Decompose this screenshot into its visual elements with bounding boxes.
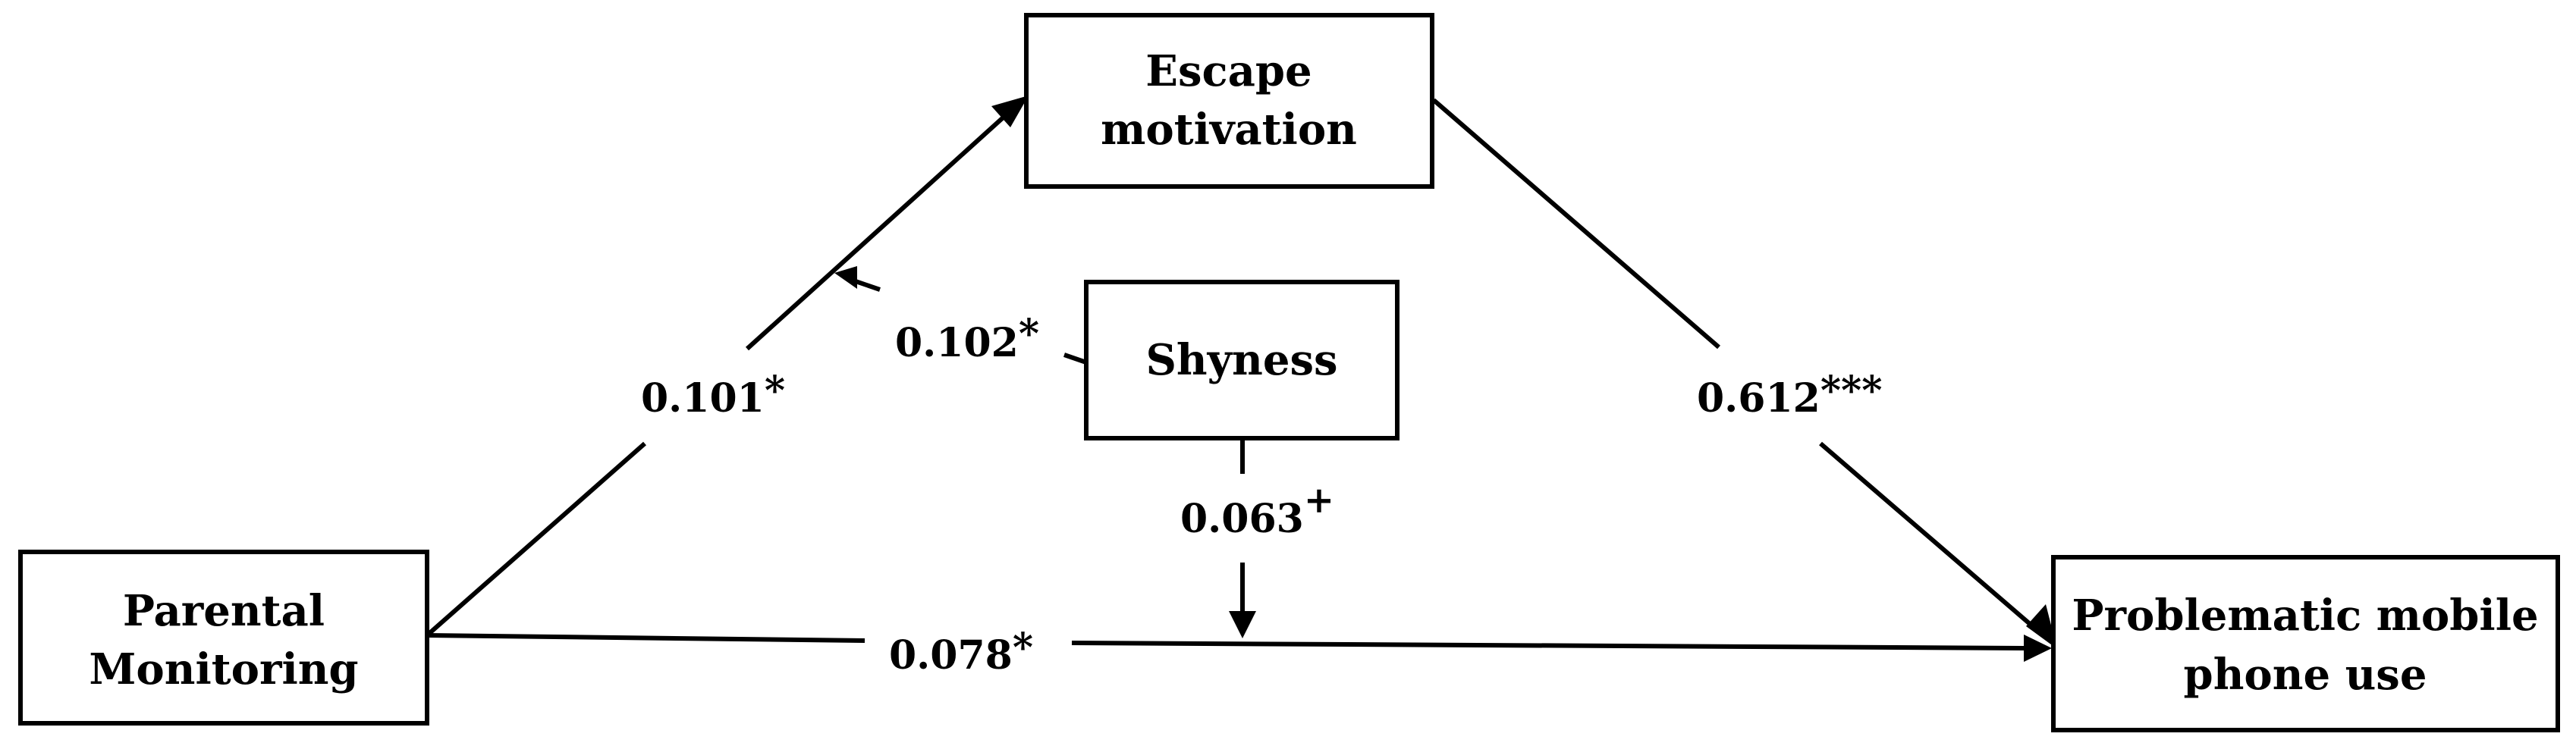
node-label: Monitoring <box>89 644 358 694</box>
coefficient-a-path: 0.101* <box>641 368 785 422</box>
path-monitoring-to-problematic <box>426 633 2052 662</box>
node-label: Problematic mobile <box>2072 591 2538 641</box>
node-label: Escape <box>1145 46 1312 96</box>
node-label: phone use <box>2184 650 2427 700</box>
node-shyness: Shyness <box>1084 280 1400 440</box>
coefficient-moderation-a-path: 0.102* <box>895 311 1039 366</box>
arrowhead-icon <box>1229 611 1256 638</box>
path-shyness-moderates-a <box>834 266 1087 365</box>
coefficient-c-path: 0.078* <box>889 625 1033 679</box>
node-label: Shyness <box>1145 335 1337 385</box>
node-label: motivation <box>1101 105 1357 155</box>
path-shyness-moderates-c <box>1229 438 1256 638</box>
arrowhead-icon <box>834 266 857 289</box>
node-problematic-mobile-phone-use: Problematic mobile phone use <box>2051 555 2560 732</box>
path-monitoring-to-escape <box>426 96 1029 638</box>
node-parental-monitoring: Parental Monitoring <box>18 550 429 726</box>
path-escape-to-problematic <box>1432 98 2057 649</box>
arrowhead-icon <box>2024 635 2052 662</box>
node-escape-motivation: Escape motivation <box>1024 13 1434 189</box>
coefficient-b-path: 0.612*** <box>1697 368 1882 422</box>
arrowhead-icon <box>2026 604 2057 649</box>
arrowhead-icon <box>991 96 1029 127</box>
coefficient-moderation-c-path: 0.063+ <box>1180 479 1334 542</box>
node-label: Parental <box>123 586 325 636</box>
